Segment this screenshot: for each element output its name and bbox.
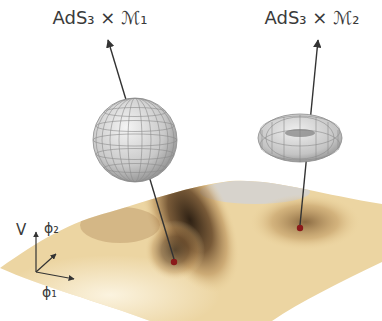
axis-label: ϕ₂ — [44, 220, 59, 236]
space-label: AdS₃ × ℳ₁ — [52, 8, 147, 29]
axis-label: V — [16, 222, 26, 239]
axis-label: ϕ₁ — [42, 284, 57, 300]
surface — [0, 132, 382, 321]
torus — [258, 114, 342, 162]
minimum-dot — [297, 225, 303, 231]
axes — [36, 232, 74, 279]
space-label: AdS₃ × ℳ₂ — [264, 8, 359, 29]
minimum-dot — [171, 259, 177, 265]
sphere — [93, 98, 177, 182]
